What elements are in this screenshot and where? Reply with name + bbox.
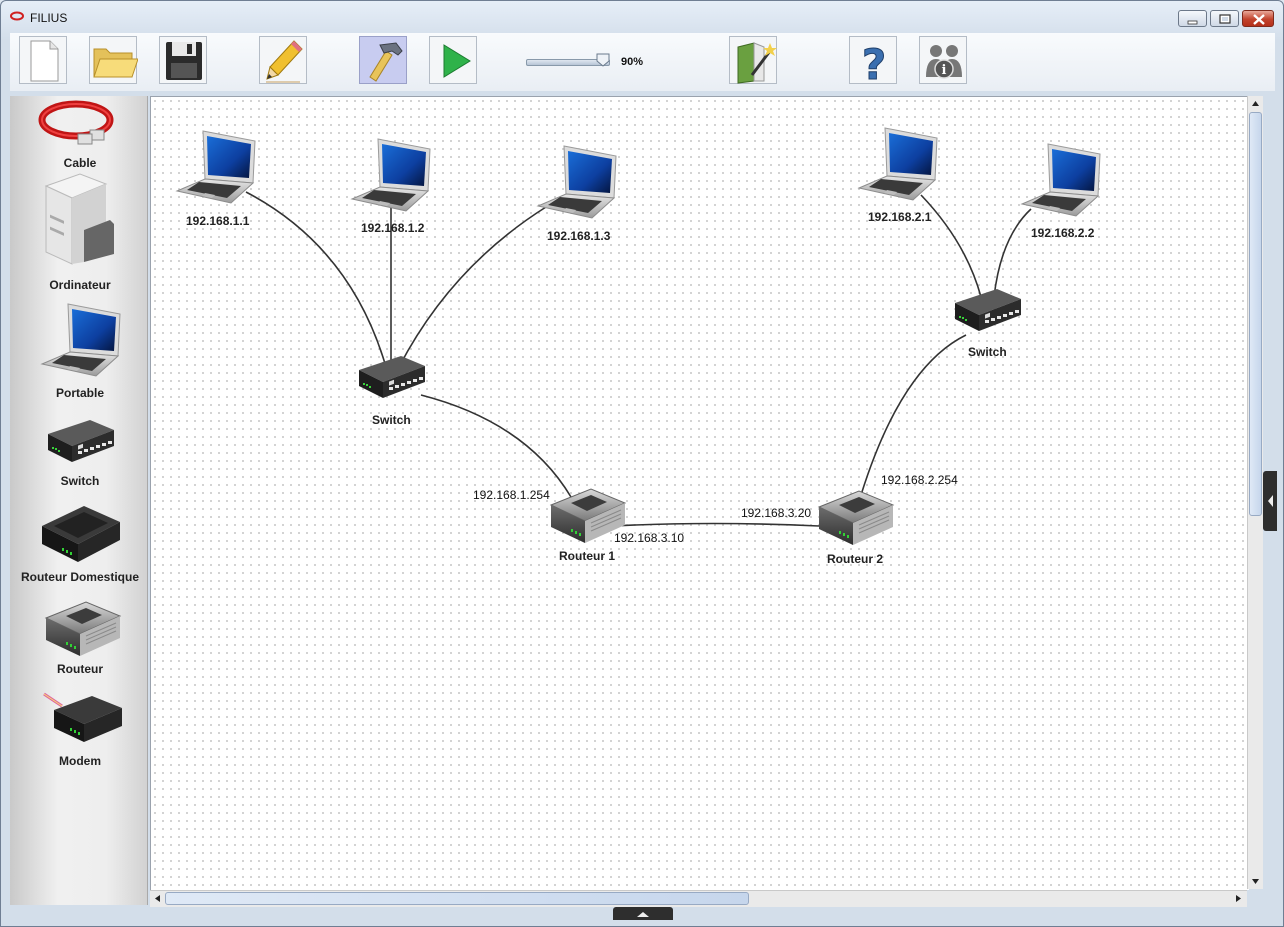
cable-r1-r2: [612, 522, 820, 527]
new-document-icon: [30, 40, 59, 82]
zoom-slider[interactable]: [526, 53, 610, 67]
router-r1-lan-ip: 192.168.1.254: [473, 488, 550, 502]
cable-l5-s2: [993, 208, 1032, 298]
computer-tower-icon: [44, 173, 114, 265]
switch-s2-icon[interactable]: [955, 289, 1021, 331]
router-r2-wan-ip: 192.168.3.20: [741, 506, 812, 520]
minimize-icon: [1187, 20, 1198, 25]
cable-l1-s1: [245, 191, 387, 368]
scroll-up-icon[interactable]: [1248, 96, 1263, 111]
chevron-left-icon: [1268, 495, 1273, 507]
info-button[interactable]: i: [919, 36, 967, 84]
laptop-l5-icon[interactable]: [1021, 143, 1101, 217]
vertical-scroll-thumb[interactable]: [1249, 112, 1262, 516]
cable-s1-r1: [420, 394, 572, 498]
cable-r2-s2: [860, 334, 967, 496]
maximize-button[interactable]: [1210, 10, 1239, 27]
network-canvas[interactable]: 192.168.1.1 192.168.1.2 192.168.1.3 192.…: [150, 96, 1249, 890]
hammer-icon: [369, 42, 403, 82]
palette-item-routeur[interactable]: Routeur: [10, 596, 147, 680]
laptop-l1-icon[interactable]: [176, 130, 256, 204]
close-icon: [1253, 14, 1265, 25]
window-title: FILIUS: [30, 11, 68, 25]
palette-item-portable[interactable]: Portable: [10, 298, 147, 402]
switch-s1-label: Switch: [372, 413, 411, 427]
laptop-l1-label: 192.168.1.1: [186, 214, 250, 228]
laptop-l2-icon[interactable]: [351, 138, 431, 212]
folder-icon: [93, 48, 138, 78]
palette-item-cable[interactable]: Cable: [10, 96, 147, 174]
scroll-down-icon[interactable]: [1248, 874, 1263, 889]
laptop-l3-label: 192.168.1.3: [547, 229, 611, 243]
play-icon: [443, 44, 471, 78]
palette-item-routeur-domestique[interactable]: Routeur Domestique: [10, 500, 147, 590]
question-mark-icon: ?: [861, 40, 886, 86]
cable-l3-s1: [398, 206, 547, 368]
zoom-slider-track: [526, 59, 610, 66]
home-router-icon: [42, 506, 120, 562]
simulation-mode-button[interactable]: [429, 36, 477, 84]
title-bar: FILIUS: [1, 1, 1283, 33]
restore-icon: [1219, 14, 1231, 24]
scroll-right-icon[interactable]: [1231, 891, 1246, 906]
palette-item-ordinateur[interactable]: Ordinateur: [10, 170, 147, 292]
palette-label-modem: Modem: [59, 754, 101, 768]
side-panel-toggle[interactable]: [1263, 471, 1277, 531]
cable-l4-s2: [920, 194, 982, 298]
new-file-button[interactable]: [19, 36, 67, 84]
chevron-up-icon: [637, 912, 649, 917]
filius-logo-icon: [10, 11, 24, 21]
switch-s2-label: Switch: [968, 345, 1007, 359]
svg-text:?: ?: [862, 40, 886, 85]
magic-wand-book-icon: [737, 42, 777, 84]
palette-item-switch[interactable]: Switch: [10, 412, 147, 494]
router-r2-label: Routeur 2: [827, 552, 884, 566]
palette-label-ordinateur: Ordinateur: [49, 278, 111, 292]
laptop-l3-icon[interactable]: [537, 145, 617, 219]
wizard-button[interactable]: [729, 36, 777, 84]
router-icon: [42, 598, 122, 662]
laptop-l4-icon[interactable]: [858, 127, 938, 201]
bottom-panel-toggle[interactable]: [613, 907, 673, 920]
design-mode-button[interactable]: [259, 36, 307, 84]
zoom-value: 90%: [621, 56, 644, 68]
build-mode-button[interactable]: [359, 36, 407, 84]
vertical-scrollbar[interactable]: [1247, 96, 1263, 889]
help-button[interactable]: ?: [849, 36, 897, 86]
toolbar: 90% ? i: [10, 33, 1275, 91]
cable-icon: [38, 100, 114, 145]
pencil-icon: [266, 40, 303, 83]
open-button[interactable]: [89, 36, 138, 84]
horizontal-scroll-thumb[interactable]: [165, 892, 749, 905]
palette-item-modem[interactable]: Modem: [10, 692, 147, 772]
component-palette: Cable Ordinateur Portable Switch: [10, 96, 148, 905]
close-button[interactable]: [1242, 10, 1274, 27]
network-diagram: [176, 127, 1101, 546]
router-r1-wan-ip: 192.168.3.10: [614, 531, 685, 545]
laptop-l4-label: 192.168.2.1: [868, 210, 932, 224]
router-r2-icon[interactable]: [818, 490, 894, 546]
router-r1-label: Routeur 1: [559, 549, 616, 563]
scroll-left-icon[interactable]: [150, 891, 165, 906]
laptop-l5-label: 192.168.2.2: [1031, 226, 1095, 240]
info-people-icon: i: [926, 45, 962, 79]
palette-label-routeur: Routeur: [57, 662, 103, 676]
modem-icon: [43, 692, 122, 742]
router-r2-lan-ip: 192.168.2.254: [881, 473, 958, 487]
svg-text:i: i: [942, 63, 947, 78]
switch-s1-icon[interactable]: [359, 356, 425, 398]
palette-label-cable: Cable: [63, 156, 97, 170]
switch-icon: [44, 414, 116, 466]
minimize-button[interactable]: [1178, 10, 1207, 27]
palette-label-portable: Portable: [55, 386, 104, 400]
laptop-l2-label: 192.168.1.2: [361, 221, 425, 235]
palette-label-switch: Switch: [60, 474, 100, 488]
horizontal-scrollbar[interactable]: [150, 890, 1247, 907]
zoom-slider-thumb[interactable]: [596, 53, 610, 67]
save-button[interactable]: [159, 36, 207, 84]
floppy-disk-icon: [166, 42, 202, 80]
laptop-icon: [40, 300, 124, 378]
palette-label-routeur-domestique: Routeur Domestique: [20, 570, 139, 584]
